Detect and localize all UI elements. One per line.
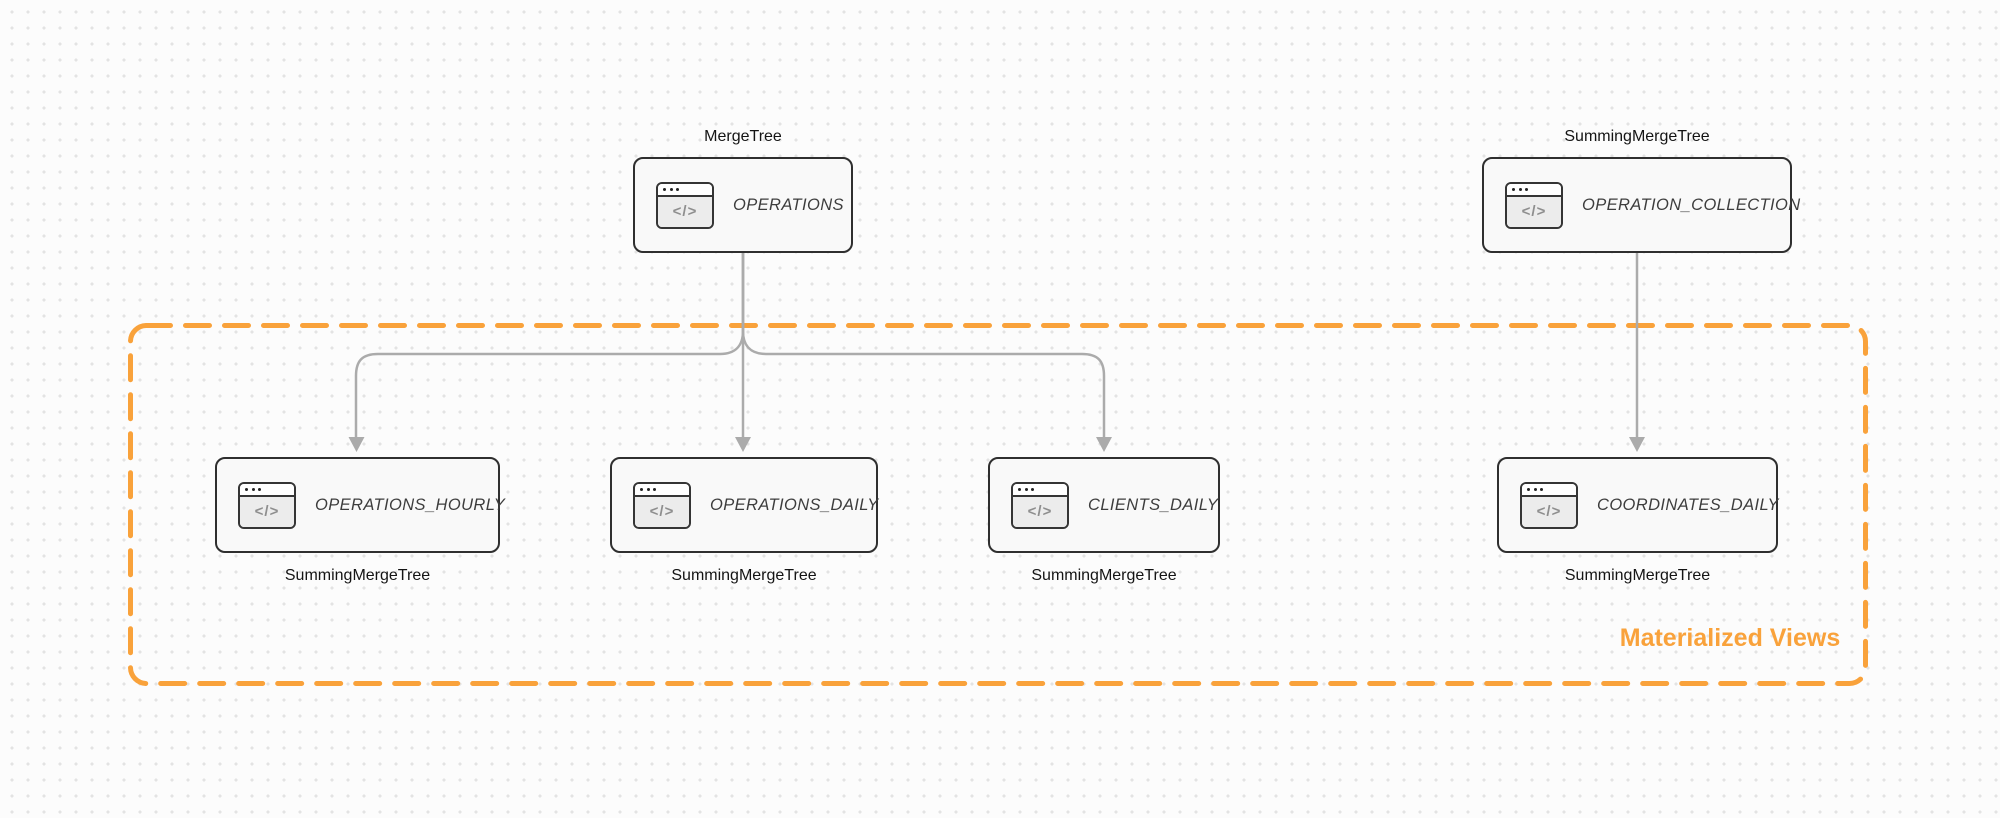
- window-dots: [635, 483, 689, 497]
- node-coordinates-daily[interactable]: </> COORDINATES_DAILY: [1497, 457, 1779, 553]
- code-glyph: </>: [1522, 496, 1576, 527]
- engine-label-operations: MergeTree: [704, 128, 782, 145]
- code-window-icon: </>: [238, 481, 296, 529]
- arrowhead-icon: [1629, 437, 1645, 452]
- engine-label-operations-daily: SummingMergeTree: [671, 567, 817, 584]
- node-title: OPERATIONS: [733, 195, 844, 214]
- node-operation-collection[interactable]: </> OPERATION_COLLECTION: [1482, 157, 1800, 253]
- code-glyph: </>: [658, 196, 712, 227]
- edge-operations-to-hourly: [354, 251, 745, 441]
- group-label-materialized-views: Materialized Views: [1619, 624, 1841, 652]
- code-glyph: </>: [1507, 196, 1561, 227]
- engine-label-operation-collection: SummingMergeTree: [1564, 128, 1710, 145]
- node-operations[interactable]: </> OPERATIONS: [633, 157, 853, 253]
- window-dots: [1013, 483, 1067, 497]
- window-dots: [1522, 483, 1576, 497]
- arrowhead-icon: [348, 437, 365, 452]
- node-title: OPERATIONS_DAILY: [710, 495, 879, 514]
- arrowhead-icon: [735, 437, 751, 452]
- engine-label-coordinates-daily: SummingMergeTree: [1564, 567, 1711, 584]
- code-glyph: </>: [240, 496, 294, 527]
- engine-label-operations-hourly: SummingMergeTree: [284, 567, 431, 584]
- code-glyph: </>: [635, 496, 689, 527]
- window-dots: [1507, 183, 1561, 197]
- window-dots: [658, 183, 712, 197]
- edge-operations-to-clients: [741, 251, 1106, 441]
- node-clients-daily[interactable]: </> CLIENTS_DAILY: [988, 457, 1220, 553]
- node-operations-daily[interactable]: </> OPERATIONS_DAILY: [610, 457, 878, 553]
- code-window-icon: </>: [633, 481, 691, 529]
- node-title: OPERATIONS_HOURLY: [315, 495, 506, 514]
- node-operations-hourly[interactable]: </> OPERATIONS_HOURLY: [215, 457, 505, 553]
- node-title: COORDINATES_DAILY: [1597, 495, 1779, 514]
- node-title: OPERATION_COLLECTION: [1582, 195, 1801, 214]
- code-window-icon: </>: [1505, 181, 1563, 229]
- engine-label-clients-daily: SummingMergeTree: [1031, 567, 1177, 584]
- code-glyph: </>: [1013, 496, 1067, 527]
- window-dots: [240, 483, 294, 497]
- arrowhead-icon: [1096, 437, 1112, 452]
- code-window-icon: </>: [656, 181, 714, 229]
- code-window-icon: </>: [1520, 481, 1578, 529]
- code-window-icon: </>: [1011, 481, 1069, 529]
- node-title: CLIENTS_DAILY: [1088, 495, 1219, 514]
